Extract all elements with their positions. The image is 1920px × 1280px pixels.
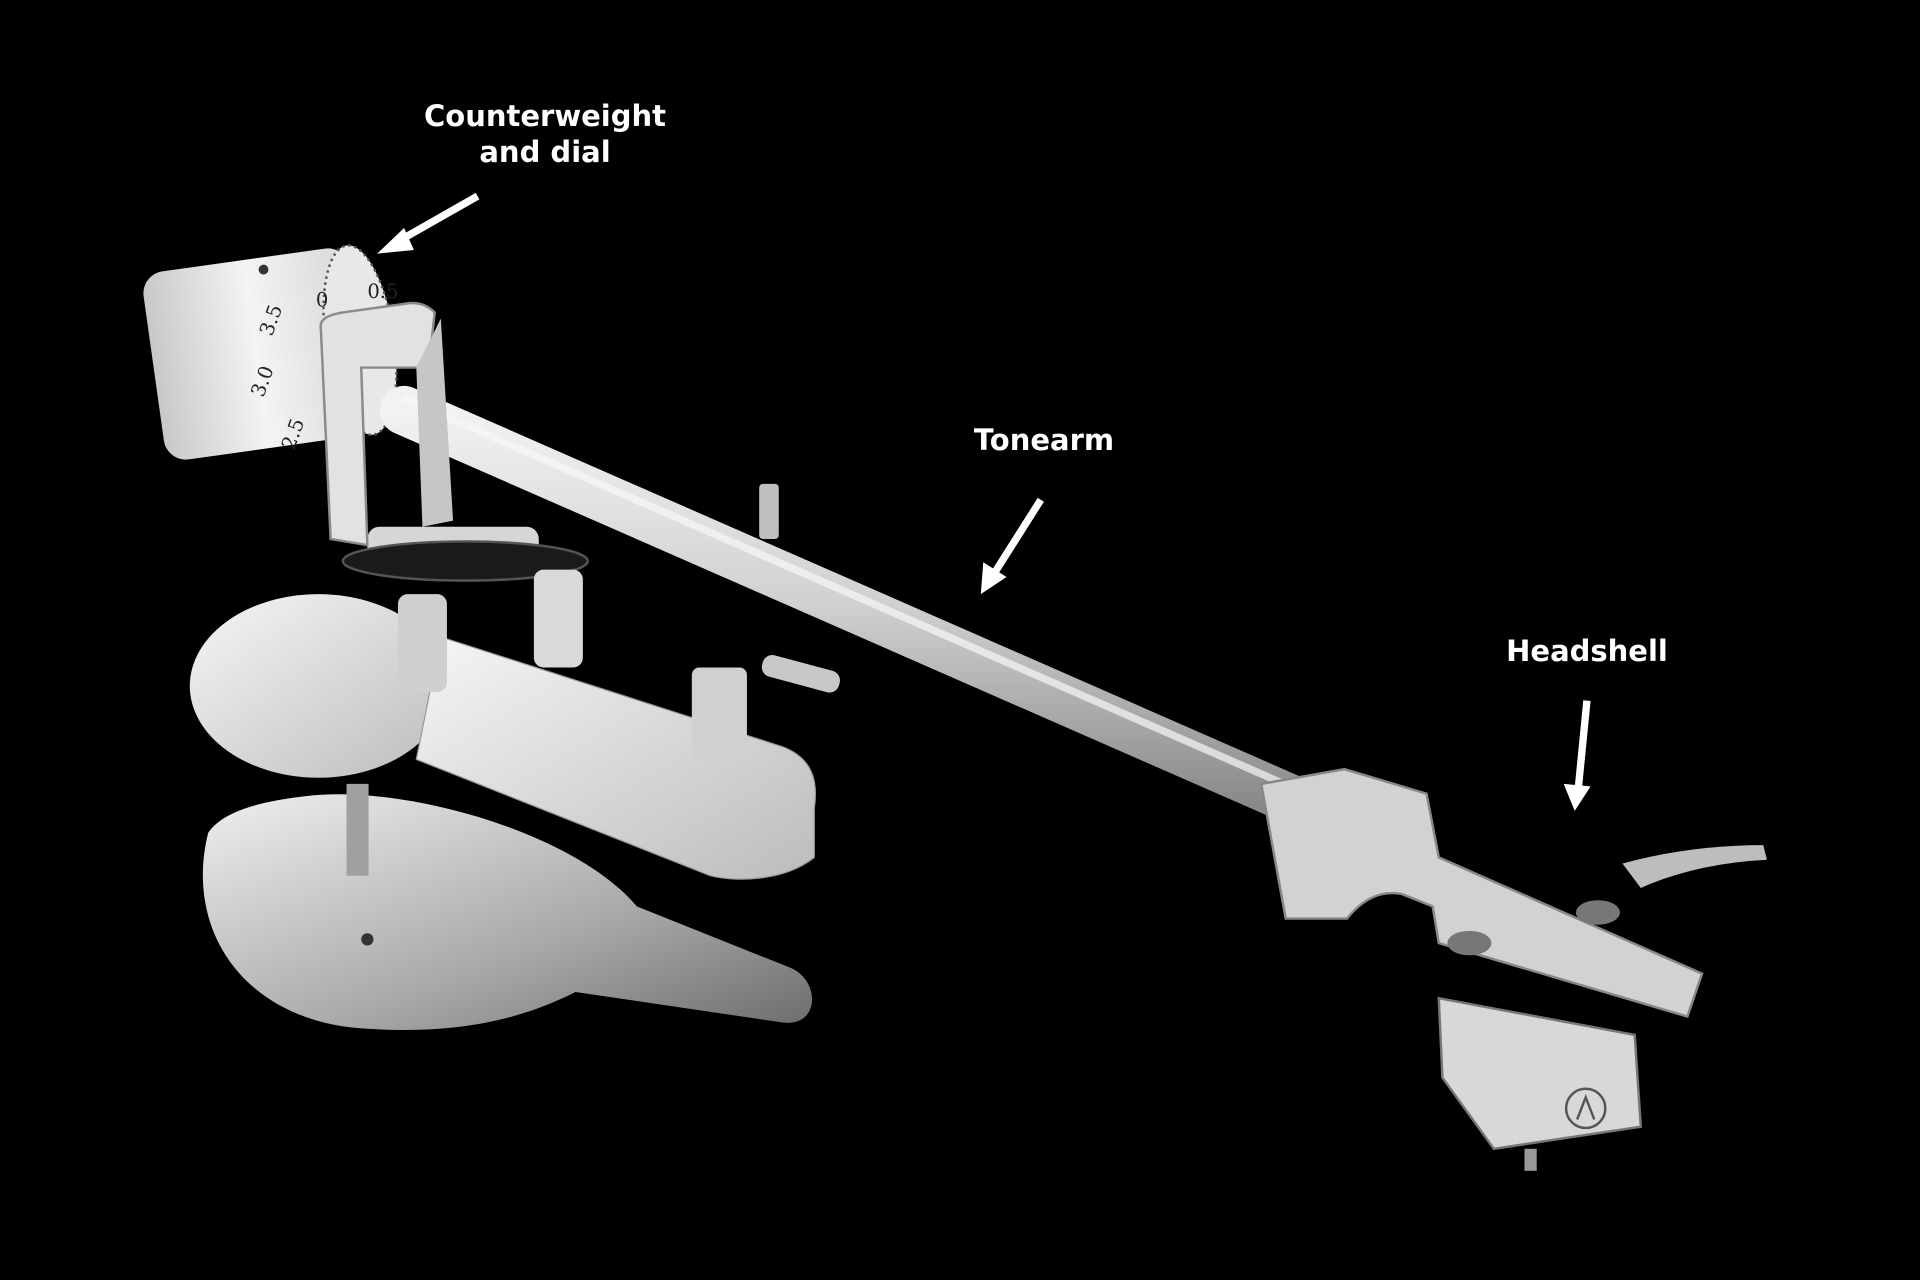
cue-lever (761, 655, 840, 693)
counterweight-label-line2: and dial (479, 135, 611, 169)
tonearm-label: Tonearm (973, 423, 1115, 457)
dial-number: 0.5 (367, 280, 398, 303)
support-pillar (397, 594, 447, 693)
arm-tube (379, 385, 1323, 827)
anti-skate-ring (341, 540, 589, 582)
arrow-headshell (1563, 700, 1591, 811)
headshell-screw (1575, 900, 1620, 925)
arrow-tonearm (980, 497, 1044, 595)
dial-number: 0 (316, 288, 328, 311)
armrest-block (415, 636, 817, 880)
counterweight-label-line1: Counterweight (424, 99, 666, 133)
counterweight-label: Counterweight and dial (424, 98, 666, 170)
stylus (1524, 1148, 1537, 1171)
arm-rest-post (759, 483, 779, 539)
cartridge (1437, 996, 1643, 1151)
headshell-screw (1447, 930, 1492, 956)
base-body (189, 594, 447, 778)
cue-lift (691, 667, 747, 760)
headshell-label: Headshell (1506, 634, 1668, 668)
headshell (1259, 767, 1704, 1019)
plate-screw-hole (361, 933, 374, 946)
base-pillar (346, 783, 369, 876)
arrow-counterweight (377, 192, 480, 254)
support-pillar (533, 569, 583, 668)
finger-lift (1622, 845, 1767, 888)
cartridge-logo (1564, 1087, 1607, 1130)
